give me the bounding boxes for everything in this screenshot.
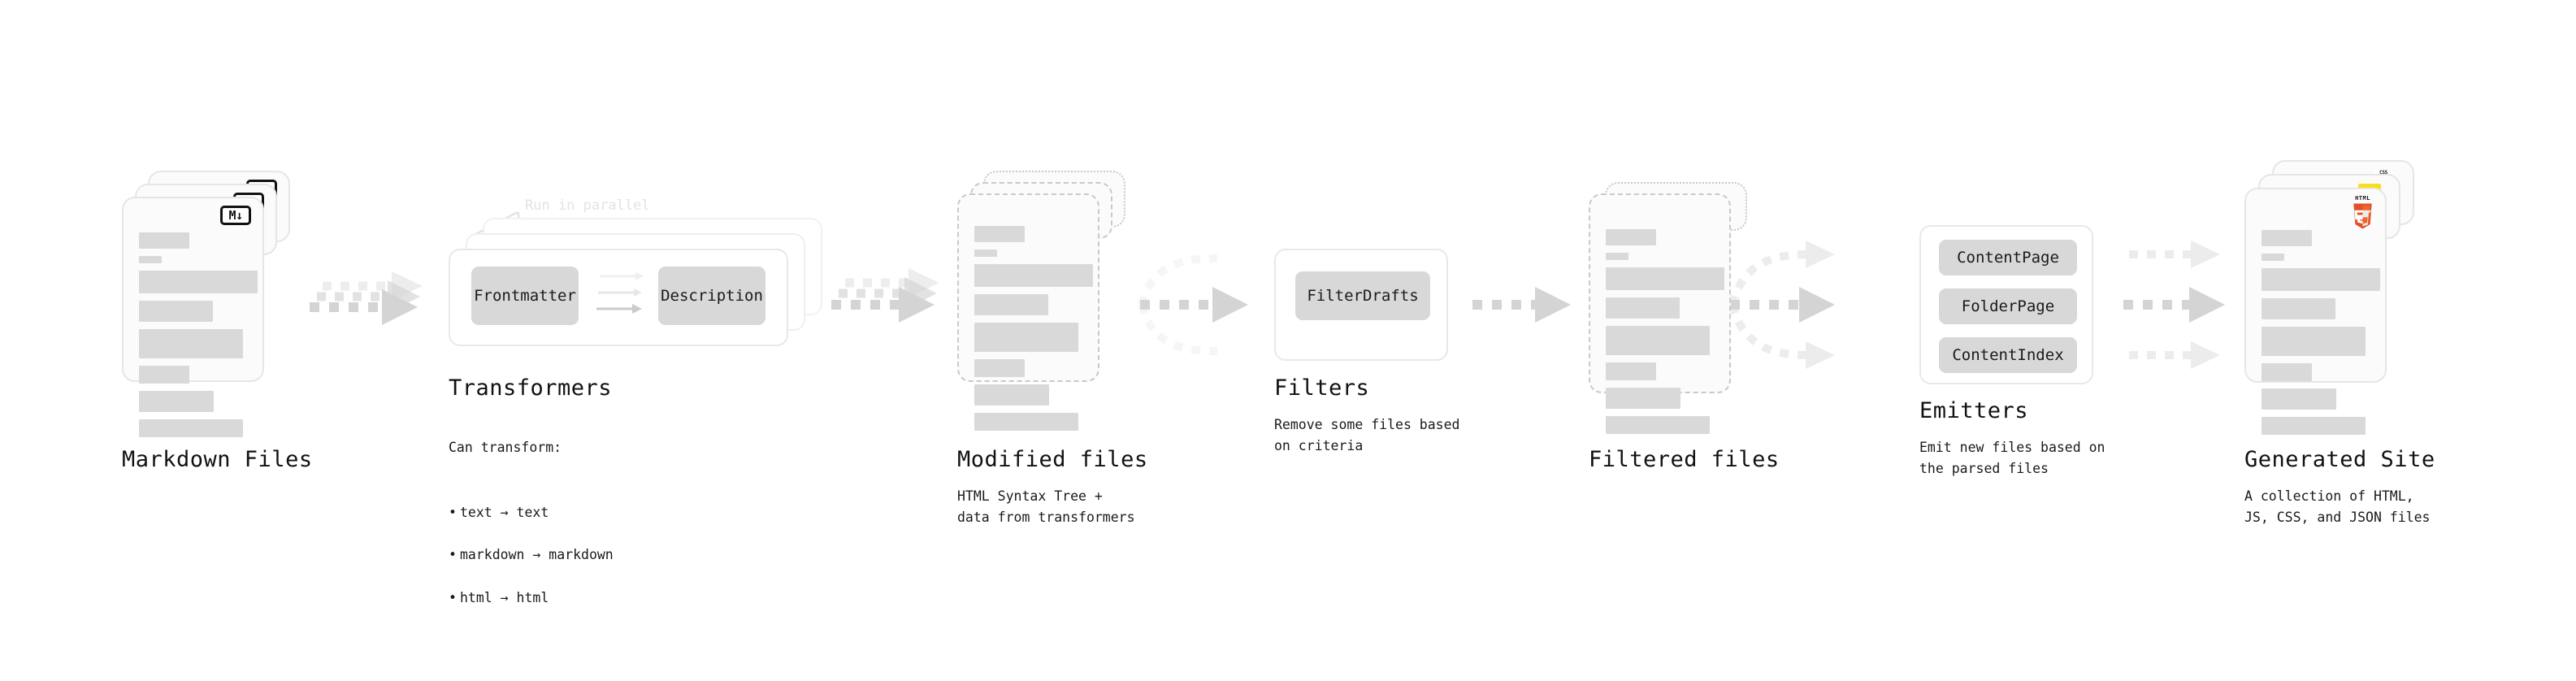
transformers-subtitle-lead: Can transform: [449, 440, 562, 456]
emitters-group: ContentPage FolderPage ContentIndex [1919, 225, 2093, 384]
connector-modified-to-filters [1138, 254, 1248, 355]
transformers-title: Transformers [449, 375, 613, 401]
modified-file-card-front [957, 193, 1099, 431]
transformer-chip-frontmatter[interactable]: Frontmatter [471, 267, 579, 325]
connector-filters-to-filtered [1472, 287, 1571, 323]
markdown-badge-front: M↓ [220, 206, 251, 225]
markdown-file-card-front: M↓ [122, 197, 264, 437]
emitter-chip-contentindex[interactable]: ContentIndex [1939, 337, 2077, 373]
transformers-subtitle: Can transform: text → text markdown → ma… [449, 416, 614, 651]
connector-markdown-to-transformers [310, 271, 423, 325]
emitter-chip-contentpage[interactable]: ContentPage [1939, 240, 2077, 275]
filtered-file-card-front [1589, 193, 1731, 434]
filtered-files-title: Filtered files [1589, 447, 1780, 472]
transformers-subtitle-list: text → text markdown → markdown html → h… [449, 481, 614, 629]
modified-files-subtitle: HTML Syntax Tree + data from transformer… [957, 488, 1135, 526]
run-in-parallel-label: Run in parallel [525, 197, 650, 214]
generated-site-card-front: HTML [2244, 188, 2387, 435]
modified-files-title: Modified files [957, 447, 1148, 472]
transformer-internal-arrows [596, 272, 644, 314]
generated-site-title: Generated Site [2244, 447, 2435, 472]
html5-shield-shape [2353, 203, 2372, 229]
connector-emitters-to-site [2123, 241, 2225, 369]
transformers-group-front: Frontmatter Description [449, 249, 788, 346]
markdown-file-placeholder-bars [139, 232, 258, 445]
emitters-subtitle: Emit new files based on the parsed files [1919, 440, 2105, 477]
modified-file-placeholder-bars [974, 226, 1093, 438]
transformers-subtitle-item-1: markdown → markdown [449, 544, 614, 566]
filters-group: FilterDrafts [1274, 249, 1448, 361]
filtered-file-placeholder-bars [1606, 229, 1724, 441]
filters-subtitle: Remove some files based on criteria [1274, 417, 1460, 454]
connector-filtered-to-emitters [1728, 241, 1835, 369]
emitters-title: Emitters [1919, 398, 2029, 423]
transformer-chip-description[interactable]: Description [658, 267, 765, 325]
generated-site-subtitle: A collection of HTML, JS, CSS, and JSON … [2244, 488, 2431, 526]
connector-transformers-to-modified [831, 268, 939, 323]
transformers-subtitle-item-0: text → text [449, 502, 614, 523]
transformers-subtitle-item-2: html → html [449, 588, 614, 609]
html5-icon: HTML [2350, 195, 2375, 233]
filters-title: Filters [1274, 375, 1370, 401]
markdown-files-title: Markdown Files [122, 447, 313, 472]
generated-site-placeholder-bars [2262, 230, 2380, 442]
html5-icon-label: HTML [2355, 195, 2370, 202]
filter-chip-filterdrafts[interactable]: FilterDrafts [1295, 271, 1430, 320]
emitter-chip-folderpage[interactable]: FolderPage [1939, 288, 2077, 324]
